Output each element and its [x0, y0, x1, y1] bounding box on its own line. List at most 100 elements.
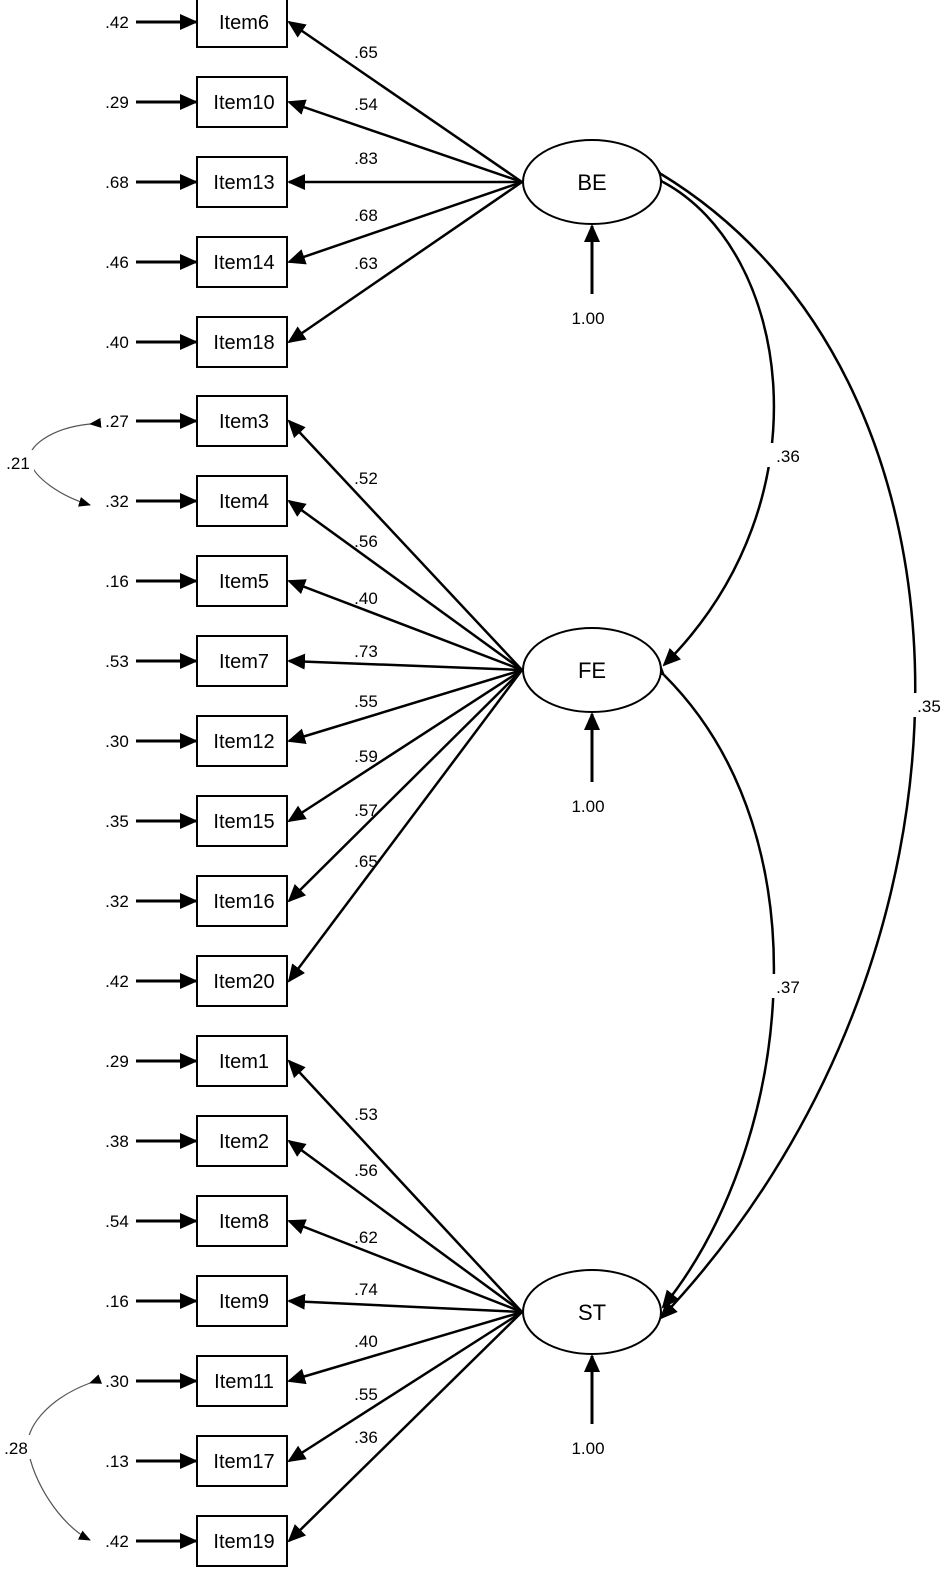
- correlation-label-bg-be-fe: [766, 443, 810, 467]
- error-variance-item10: .29: [105, 93, 129, 112]
- error-variance-item12: .30: [105, 732, 129, 751]
- error-variance-item11: .30: [105, 1372, 129, 1391]
- loading-value-item19: .36: [354, 1428, 378, 1447]
- error-covariance-arrow-item3-item4: [28, 417, 102, 507]
- loading-arrow-item8: [287, 1219, 523, 1314]
- error-variance-item9: .16: [105, 1292, 129, 1311]
- error-variance-item15: .35: [105, 812, 129, 831]
- loading-value-item11: .40: [354, 1332, 378, 1351]
- error-variance-item17: .13: [105, 1452, 129, 1471]
- loading-value-item15: .59: [354, 747, 378, 766]
- loading-value-item2: .56: [354, 1161, 378, 1180]
- loading-value-item8: .62: [354, 1228, 378, 1247]
- error-variance-item19: .42: [105, 1532, 129, 1551]
- error-covariance-value-item11-item19: .28: [4, 1439, 28, 1458]
- item-box-item2: [196, 1115, 288, 1167]
- error-variance-item3: .27: [105, 412, 129, 431]
- loading-value-item14: .68: [354, 206, 378, 225]
- error-covariance-value-item3-item4: .21: [6, 454, 30, 473]
- error-covariance-label-bg-item11-item19: [0, 1435, 32, 1459]
- factor-label-be: BE: [577, 170, 606, 195]
- item-box-item8: [196, 1195, 288, 1247]
- item-box-item5: [196, 555, 288, 607]
- item-box-item18: [196, 316, 288, 368]
- item-label-item16: Item16: [213, 891, 274, 913]
- loading-arrow-item14: [287, 180, 523, 265]
- loading-arrow-item6: [287, 20, 523, 184]
- loading-arrow-item9: [287, 1293, 523, 1314]
- loading-value-item7: .73: [354, 642, 378, 661]
- factor-ellipse-st: [522, 1269, 662, 1355]
- item-box-item3: [196, 395, 288, 447]
- factor-variance-fe: 1.00: [571, 797, 604, 816]
- loading-arrow-item12: [287, 668, 523, 744]
- correlation-value-fe-st: .37: [776, 978, 800, 997]
- item-box-item12: [196, 715, 288, 767]
- item-box-item19: [196, 1515, 288, 1567]
- loading-value-item9: .74: [354, 1280, 378, 1299]
- loading-value-item18: .63: [354, 254, 378, 273]
- error-variance-item18: .40: [105, 333, 129, 352]
- correlation-arrow-be-st: [643, 158, 917, 1320]
- item-label-item3: Item3: [219, 411, 269, 433]
- error-variance-item16: .32: [105, 892, 129, 911]
- item-label-item2: Item2: [219, 1131, 269, 1153]
- error-variance-item13: .68: [105, 173, 129, 192]
- loading-value-item17: .55: [354, 1385, 378, 1404]
- loading-value-item20: .65: [354, 852, 378, 871]
- factor-label-st: ST: [578, 1300, 606, 1325]
- correlation-arrow-fe-st: [647, 658, 776, 1309]
- loading-arrow-item3: [287, 419, 523, 671]
- loading-arrow-item2: [287, 1139, 523, 1314]
- item-label-item14: Item14: [213, 252, 274, 274]
- loading-arrow-item5: [287, 579, 523, 672]
- item-box-item6: [196, 0, 288, 48]
- error-variance-item8: .54: [105, 1212, 129, 1231]
- item-label-item15: Item15: [213, 811, 274, 833]
- error-covariance-label-bg-item3-item4: [2, 450, 34, 474]
- factor-variance-st: 1.00: [571, 1439, 604, 1458]
- loading-arrow-item20: [287, 669, 524, 983]
- item-box-item4: [196, 475, 288, 527]
- loading-value-item4: .56: [354, 532, 378, 551]
- error-variance-item7: .53: [105, 652, 129, 671]
- loading-arrow-item1: [287, 1059, 523, 1313]
- item-label-item6: Item6: [219, 12, 269, 34]
- item-label-item1: Item1: [219, 1051, 269, 1073]
- loading-value-item5: .40: [354, 589, 378, 608]
- error-variance-item1: .29: [105, 1052, 129, 1071]
- item-label-item19: Item19: [213, 1531, 274, 1553]
- item-box-item20: [196, 955, 288, 1007]
- item-box-item13: [196, 156, 288, 208]
- item-box-item11: [196, 1355, 288, 1407]
- loading-value-item16: .57: [354, 801, 378, 820]
- loading-arrow-item11: [287, 1310, 523, 1385]
- item-box-item16: [196, 875, 288, 927]
- item-box-item14: [196, 236, 288, 288]
- item-box-item17: [196, 1435, 288, 1487]
- correlation-label-bg-fe-st: [766, 974, 810, 998]
- error-variance-item5: .16: [105, 572, 129, 591]
- item-label-item9: Item9: [219, 1291, 269, 1313]
- factor-ellipse-fe: [522, 627, 662, 713]
- item-box-item15: [196, 795, 288, 847]
- loading-value-item3: .52: [354, 469, 378, 488]
- loading-arrow-item4: [287, 499, 523, 672]
- item-box-item9: [196, 1275, 288, 1327]
- loading-value-item1: .53: [354, 1105, 378, 1124]
- item-label-item7: Item7: [219, 651, 269, 673]
- error-variance-item14: .46: [105, 253, 129, 272]
- item-label-item11: Item11: [214, 1371, 274, 1393]
- loading-arrow-item16: [287, 669, 523, 903]
- error-variance-item6: .42: [105, 13, 129, 32]
- factor-ellipse-be: [522, 139, 662, 225]
- loading-arrow-item10: [287, 99, 523, 184]
- item-label-item20: Item20: [213, 971, 274, 993]
- loading-arrow-item17: [287, 1310, 523, 1463]
- correlation-label-bg-be-st: [907, 693, 951, 717]
- loading-arrow-item19: [287, 1311, 523, 1543]
- correlation-value-be-fe: .36: [776, 447, 800, 466]
- item-label-item18: Item18: [213, 332, 274, 354]
- loading-arrow-item15: [287, 668, 523, 823]
